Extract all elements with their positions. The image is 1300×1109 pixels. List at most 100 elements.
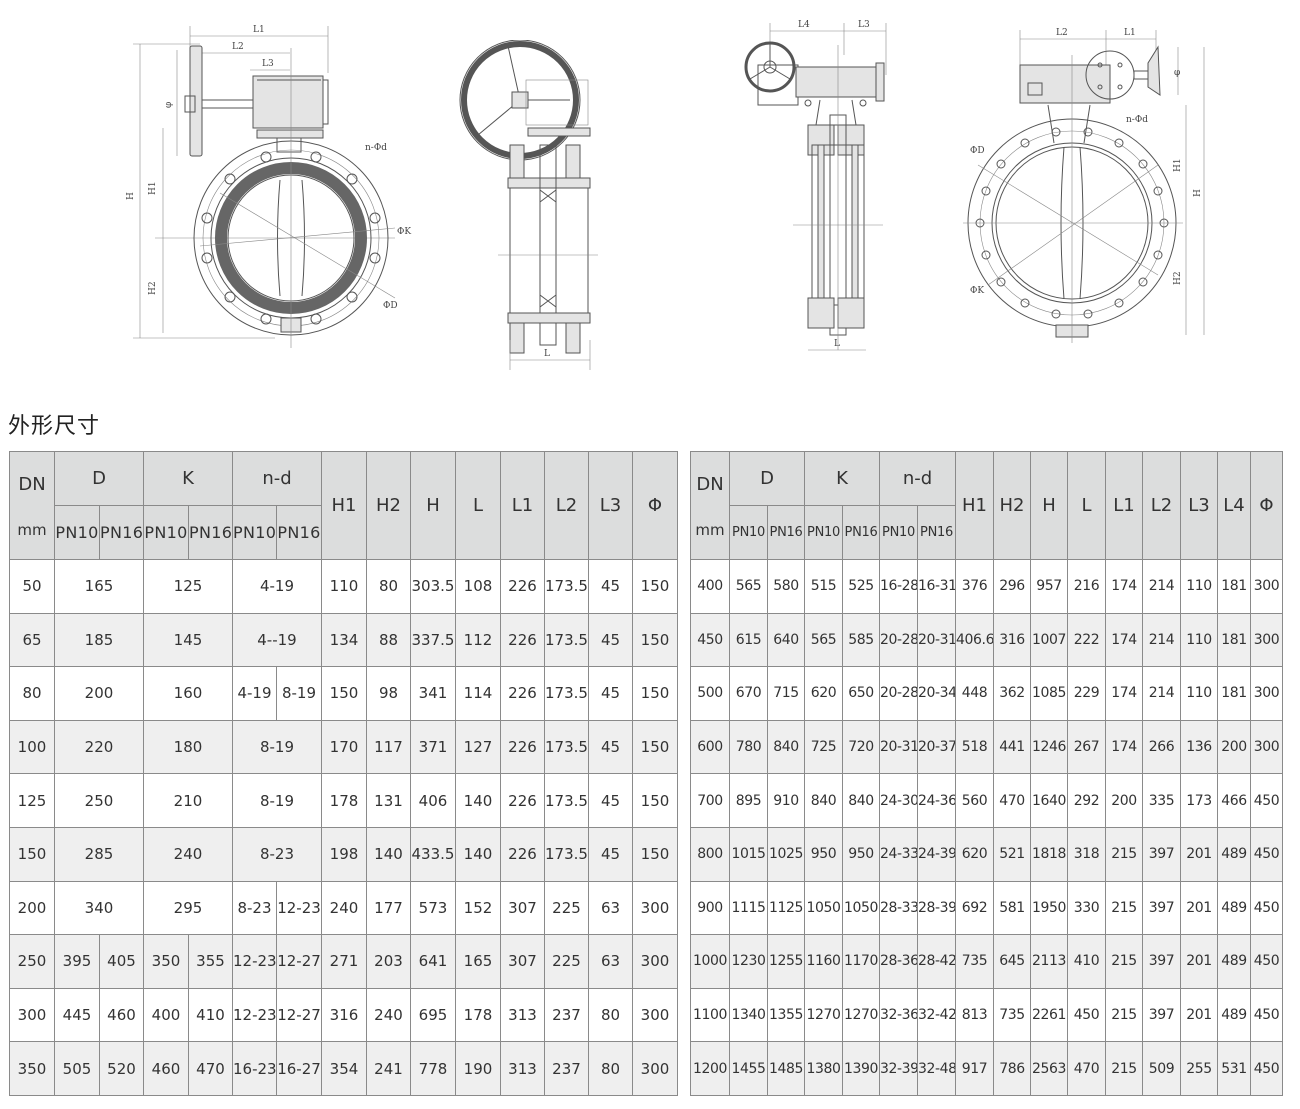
cell-phi: 150 [632, 773, 678, 828]
header-l1: L1 [1105, 451, 1143, 560]
cell-k-pn10: 725 [804, 719, 843, 775]
svg-text:H1: H1 [148, 181, 158, 195]
cell-k-pn10: 460 [143, 1041, 189, 1096]
cell-h: 573 [410, 880, 456, 936]
cell-h: 433.5 [410, 826, 456, 882]
cell-l2: 397 [1142, 880, 1181, 936]
cell-k-pn16: 525 [842, 559, 880, 614]
cell-d-pn10: 1455 [729, 1041, 768, 1096]
svg-text:n-Φd: n-Φd [1126, 115, 1148, 125]
svg-text:H1: H1 [1173, 158, 1183, 172]
cell-l1: 226 [500, 773, 545, 828]
cell-dn: 50 [9, 559, 55, 614]
cell-k: 160 [143, 666, 233, 721]
cell-l3: 63 [588, 934, 633, 989]
svg-text:H: H [1193, 189, 1203, 197]
cell-nd-pn10: 20-28 [879, 612, 918, 668]
cell-phi: 300 [632, 1041, 678, 1096]
header-h: H [1030, 451, 1068, 560]
cell-l2: 173.5 [544, 826, 589, 882]
cell-dn: 350 [9, 1041, 55, 1096]
cell-l: 152 [455, 880, 501, 936]
cell-nd-pn10: 8-23 [232, 880, 277, 936]
cell-nd-pn10: 28-33 [879, 880, 918, 936]
cell-l: 229 [1067, 666, 1106, 721]
cell-h: 778 [410, 1041, 456, 1096]
cell-l4: 181 [1217, 666, 1251, 721]
cell-h1: 518 [955, 719, 994, 775]
cell-l4: 200 [1217, 719, 1251, 775]
cell-h2: 786 [993, 1041, 1031, 1096]
cell-phi: 300 [1250, 559, 1283, 614]
cell-l1: 174 [1105, 559, 1143, 614]
cell-l: 470 [1067, 1041, 1106, 1096]
svg-text:ΦD: ΦD [970, 146, 985, 156]
cell-dn: 700 [690, 773, 730, 828]
cell-k-pn16: 355 [188, 934, 233, 989]
cell-k-pn10: 950 [804, 826, 843, 882]
cell-l1: 307 [500, 880, 545, 936]
cell-l3: 45 [588, 826, 633, 882]
svg-text:L3: L3 [262, 59, 274, 69]
cell-nd-pn10: 4-19 [232, 666, 277, 721]
cell-l2: 173.5 [544, 612, 589, 668]
cell-l1: 226 [500, 559, 545, 614]
cell-h: 1007 [1030, 612, 1068, 668]
cell-phi: 300 [1250, 719, 1283, 775]
cell-phi: 150 [632, 666, 678, 721]
header-dn-label: DN [696, 474, 724, 495]
cell-l3: 110 [1180, 559, 1218, 614]
cell-l1: 313 [500, 1041, 545, 1096]
cell-k-pn16: 1050 [842, 880, 880, 936]
cell-d-pn10: 670 [729, 666, 768, 721]
cell-l3: 136 [1180, 719, 1218, 775]
cell-k-pn10: 1160 [804, 934, 843, 989]
cell-l: 292 [1067, 773, 1106, 828]
cell-l2: 173.5 [544, 559, 589, 614]
cell-dn: 65 [9, 612, 55, 668]
header-dn: DN mm [690, 451, 730, 560]
svg-text:L4: L4 [798, 20, 810, 30]
cell-l1: 174 [1105, 719, 1143, 775]
cell-nd: 8-19 [232, 773, 322, 828]
cell-k-pn10: 400 [143, 987, 189, 1043]
cell-d-pn16: 460 [99, 987, 144, 1043]
cell-l3: 173 [1180, 773, 1218, 828]
cell-h1: 170 [321, 719, 367, 775]
header-k-pn16: PN16 [842, 505, 880, 560]
cell-d-pn16: 840 [767, 719, 805, 775]
header-unit-label: mm [17, 521, 47, 539]
table-row: 150 285 240 8-23 198 140 433.5 140 226 1… [9, 826, 678, 882]
header-h: H [410, 451, 456, 560]
section-title: 外形尺寸 [8, 414, 101, 439]
cell-l4: 489 [1217, 826, 1251, 882]
cell-dn: 300 [9, 987, 55, 1043]
header-k-pn10: PN10 [143, 505, 189, 560]
cell-dn: 450 [690, 612, 730, 668]
cell-d-pn10: 445 [54, 987, 100, 1043]
cell-h1: 376 [955, 559, 994, 614]
cell-nd-pn16: 8-19 [276, 666, 322, 721]
side-view-drawing-large: L4 L3 L [738, 15, 888, 370]
cell-l4: 489 [1217, 934, 1251, 989]
cell-l: 450 [1067, 987, 1106, 1043]
cell-dn: 1200 [690, 1041, 730, 1096]
cell-d-pn10: 615 [729, 612, 768, 668]
cell-h2: 441 [993, 719, 1031, 775]
cell-l2: 397 [1142, 987, 1181, 1043]
cell-d: 250 [54, 773, 144, 828]
cell-l: 108 [455, 559, 501, 614]
cell-h: 1246 [1030, 719, 1068, 775]
svg-text:L3: L3 [858, 20, 870, 30]
cell-h: 406 [410, 773, 456, 828]
cell-h1: 198 [321, 826, 367, 882]
header-nd-pn16: PN16 [276, 505, 322, 560]
header-d-pn10: PN10 [729, 505, 768, 560]
cell-l3: 201 [1180, 826, 1218, 882]
cell-l1: 215 [1105, 826, 1143, 882]
header-phi: Φ [1250, 451, 1283, 560]
